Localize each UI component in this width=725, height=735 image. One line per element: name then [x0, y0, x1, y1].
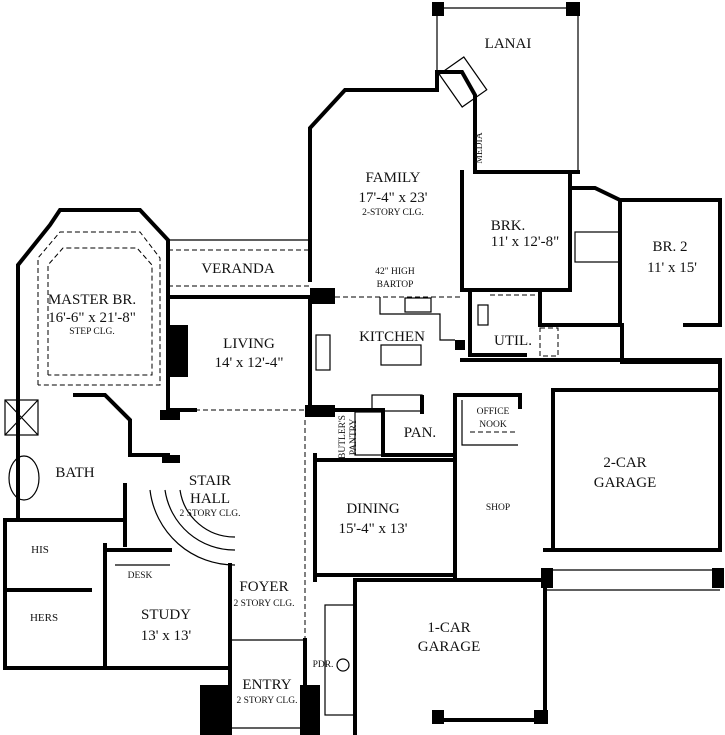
room-size-study: 13' x 13': [141, 628, 192, 644]
garage2-line2: GARAGE: [594, 475, 657, 491]
garage2-line1: 2-CAR: [603, 455, 646, 471]
room-label-media: MEDIA: [475, 132, 485, 163]
room-label-hers: HERS: [30, 612, 58, 624]
room-label-his: HIS: [31, 544, 49, 556]
room-label-study: STUDY: [141, 607, 191, 623]
stair-hall-line2: HALL: [190, 491, 230, 507]
office-nook-line2: NOOK: [479, 420, 507, 430]
room-size-breakfast: 11' x 12'-8": [491, 234, 559, 250]
office-nook-line1: OFFICE: [477, 407, 510, 417]
room-label-kitchen: KITCHEN: [359, 329, 425, 345]
room-size-living: 14' x 12'-4": [214, 355, 283, 371]
room-label-entry: ENTRY: [242, 677, 291, 693]
room-label-powder: PDR.: [313, 660, 334, 670]
butlers-pantry-line2: PANTRY: [349, 419, 359, 456]
room-label-pantry: PAN.: [404, 425, 436, 441]
room-label-veranda: VERANDA: [201, 261, 274, 277]
butlers-pantry-line1: BUTLER'S: [338, 415, 348, 459]
garage1-line1: 1-CAR: [427, 620, 470, 636]
bartop-label-line1: 42" HIGH: [375, 267, 415, 277]
room-label-utility: UTIL.: [494, 333, 532, 349]
room-size-bedroom2: 11' x 15': [647, 260, 697, 276]
stair-hall-line1: STAIR: [189, 473, 231, 489]
room-label-bedroom2: BR. 2: [652, 239, 687, 255]
garage1-line2: GARAGE: [418, 639, 481, 655]
room-label-master: MASTER BR.: [48, 292, 136, 308]
room-label-bath: BATH: [55, 465, 94, 481]
room-size-family: 17'-4" x 23': [358, 190, 427, 206]
stair-hall-note: 2 STORY CLG.: [180, 509, 241, 519]
room-note-master: STEP CLG.: [69, 327, 115, 337]
room-note-foyer: 2 STORY CLG.: [234, 599, 295, 609]
room-labels: LANAI MEDIA FAMILY 17'-4" x 23' 2-STORY …: [30, 36, 697, 706]
room-label-family: FAMILY: [366, 170, 421, 186]
room-label-lanai: LANAI: [485, 36, 532, 52]
room-label-dining: DINING: [346, 501, 399, 517]
room-label-living: LIVING: [223, 336, 275, 352]
bartop-label-line2: BARTOP: [377, 280, 414, 290]
desk-label: DESK: [128, 571, 153, 581]
room-note-entry: 2 STORY CLG.: [237, 696, 298, 706]
walls: [3, 2, 724, 735]
room-label-shop: SHOP: [486, 503, 510, 513]
room-note-family: 2-STORY CLG.: [362, 208, 424, 218]
room-label-breakfast: BRK.: [491, 218, 526, 234]
room-size-master: 16'-6" x 21'-8": [48, 310, 136, 326]
room-size-dining: 15'-4" x 13': [338, 521, 407, 537]
room-label-foyer: FOYER: [239, 579, 288, 595]
